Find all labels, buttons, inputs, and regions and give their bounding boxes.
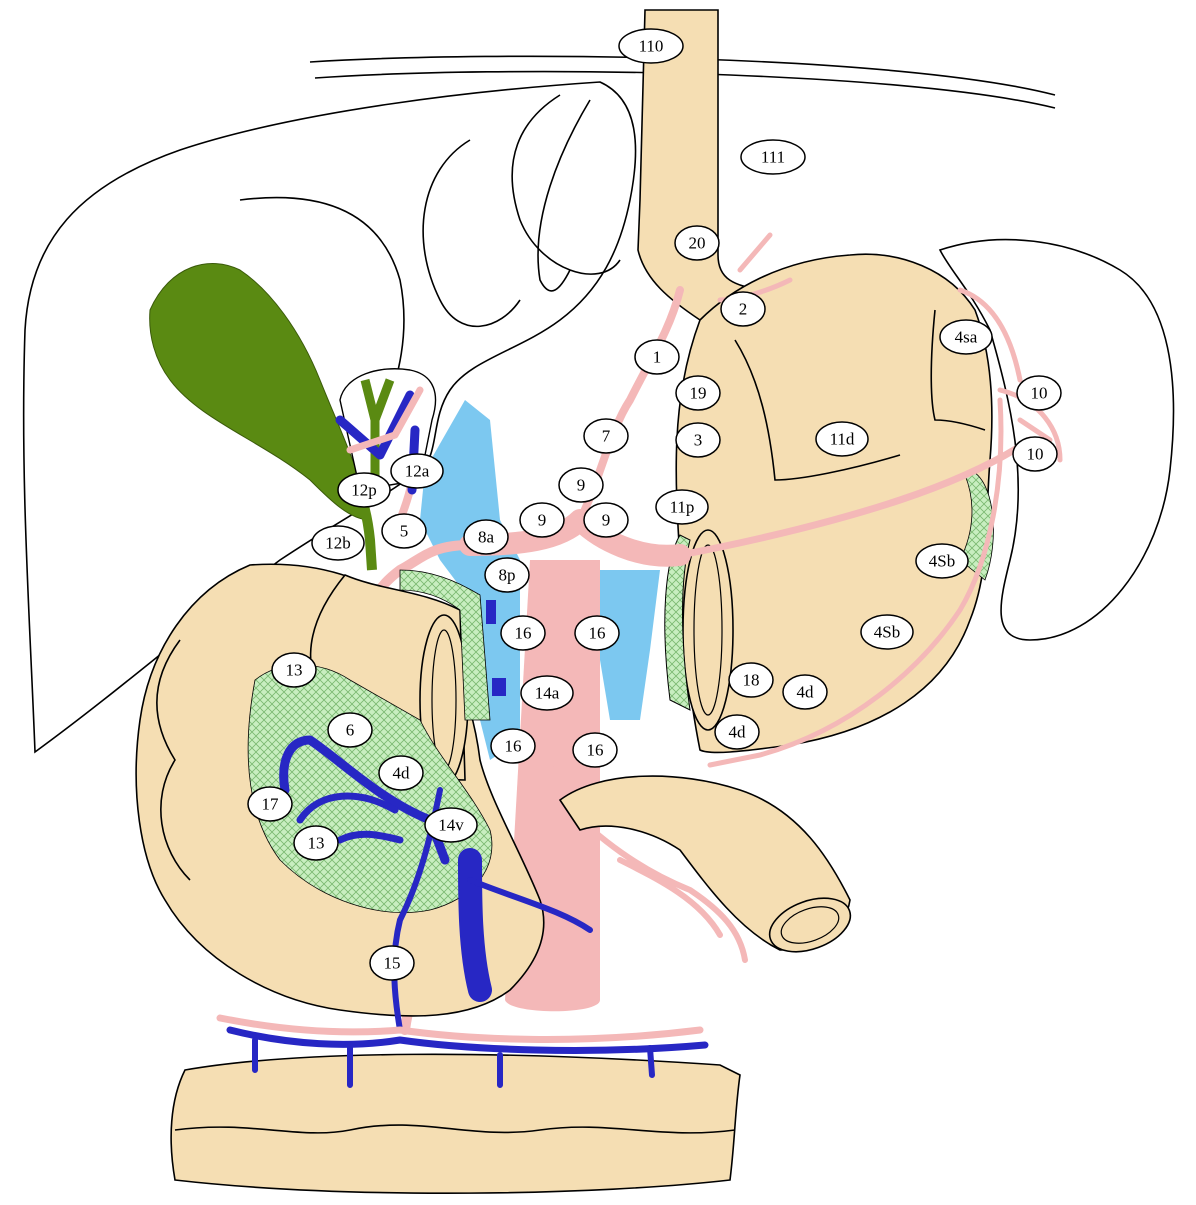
svg-text:4Sb: 4Sb: [874, 623, 900, 642]
svg-text:18: 18: [743, 671, 760, 690]
svg-text:7: 7: [602, 427, 611, 446]
node-110: 110: [619, 29, 683, 63]
svg-text:16: 16: [515, 624, 532, 643]
svg-text:111: 111: [761, 148, 785, 167]
svg-text:16: 16: [505, 737, 522, 756]
svg-text:2: 2: [739, 300, 748, 319]
liver-lobe-line-2: [423, 140, 520, 326]
node-10-upper: 10: [1017, 376, 1061, 410]
svg-text:12p: 12p: [351, 481, 377, 500]
node-5: 5: [382, 514, 426, 548]
node-7: 7: [584, 419, 628, 453]
svg-text:12a: 12a: [405, 462, 430, 481]
node-4d-middle: 4d: [715, 715, 759, 749]
svg-text:17: 17: [262, 795, 280, 814]
liver-lobe-line: [512, 95, 620, 274]
node-20: 20: [675, 226, 719, 260]
node-18: 18: [729, 663, 773, 697]
svg-text:11p: 11p: [670, 498, 695, 517]
svg-text:4d: 4d: [797, 683, 815, 702]
colic-artery-arcade: [220, 1018, 700, 1039]
svg-text:3: 3: [694, 431, 703, 450]
vein-fragment: [486, 600, 496, 624]
node-13-upper: 13: [272, 653, 316, 687]
svg-text:16: 16: [589, 624, 606, 643]
svg-text:15: 15: [384, 954, 401, 973]
svg-text:14v: 14v: [438, 816, 464, 835]
svg-text:14a: 14a: [535, 684, 560, 703]
node-16-a: 16: [501, 616, 545, 650]
node-17: 17: [248, 787, 292, 821]
svg-text:4d: 4d: [393, 764, 411, 783]
node-4sb-lower: 4Sb: [861, 615, 913, 649]
svg-text:4sa: 4sa: [955, 328, 978, 347]
node-14a: 14a: [521, 676, 573, 710]
node-4sa: 4sa: [940, 320, 992, 354]
node-2: 2: [721, 292, 765, 326]
svg-text:6: 6: [346, 721, 355, 740]
svg-text:5: 5: [400, 522, 409, 541]
svg-text:16: 16: [587, 741, 604, 760]
node-9-upper: 9: [559, 468, 603, 502]
svg-text:110: 110: [639, 37, 664, 56]
svg-text:8p: 8p: [499, 566, 516, 585]
svg-text:19: 19: [690, 384, 707, 403]
node-3: 3: [676, 423, 720, 457]
node-4d-right: 4d: [783, 675, 827, 709]
svg-text:10: 10: [1031, 384, 1048, 403]
node-9-left: 9: [520, 503, 564, 537]
node-16-b: 16: [575, 616, 619, 650]
svg-text:11d: 11d: [830, 430, 855, 449]
node-12b: 12b: [312, 526, 364, 560]
caudate-lobe: [538, 100, 590, 291]
svg-text:9: 9: [577, 476, 586, 495]
svg-text:4Sb: 4Sb: [929, 552, 955, 571]
svg-text:13: 13: [308, 834, 325, 853]
node-111: 111: [741, 140, 805, 174]
svg-text:12b: 12b: [325, 534, 351, 553]
node-1: 1: [635, 340, 679, 374]
node-19: 19: [676, 376, 720, 410]
node-16-c: 16: [491, 729, 535, 763]
node-15: 15: [370, 946, 414, 980]
node-11d: 11d: [816, 422, 868, 456]
svg-text:1: 1: [653, 348, 662, 367]
node-14v: 14v: [425, 808, 477, 842]
svg-text:20: 20: [689, 234, 706, 253]
node-8p: 8p: [485, 558, 529, 592]
node-4sb-upper: 4Sb: [916, 544, 968, 578]
svg-text:4d: 4d: [729, 723, 747, 742]
node-9-right: 9: [584, 503, 628, 537]
svg-text:9: 9: [538, 511, 547, 530]
svg-text:13: 13: [286, 661, 303, 680]
node-4d-left: 4d: [379, 756, 423, 790]
node-12p: 12p: [338, 473, 390, 507]
pylorus-ring: [683, 530, 733, 730]
node-6: 6: [328, 713, 372, 747]
node-12a: 12a: [391, 454, 443, 488]
svg-text:8a: 8a: [478, 528, 495, 547]
node-10-lower: 10: [1013, 437, 1057, 471]
svg-text:9: 9: [602, 511, 611, 530]
node-8a: 8a: [464, 520, 508, 554]
node-13-lower: 13: [294, 826, 338, 860]
node-11p: 11p: [656, 490, 708, 524]
gallbladder: [150, 263, 370, 520]
vein-fragment-2: [492, 678, 506, 696]
node-16-d: 16: [573, 733, 617, 767]
svg-text:10: 10: [1027, 445, 1044, 464]
